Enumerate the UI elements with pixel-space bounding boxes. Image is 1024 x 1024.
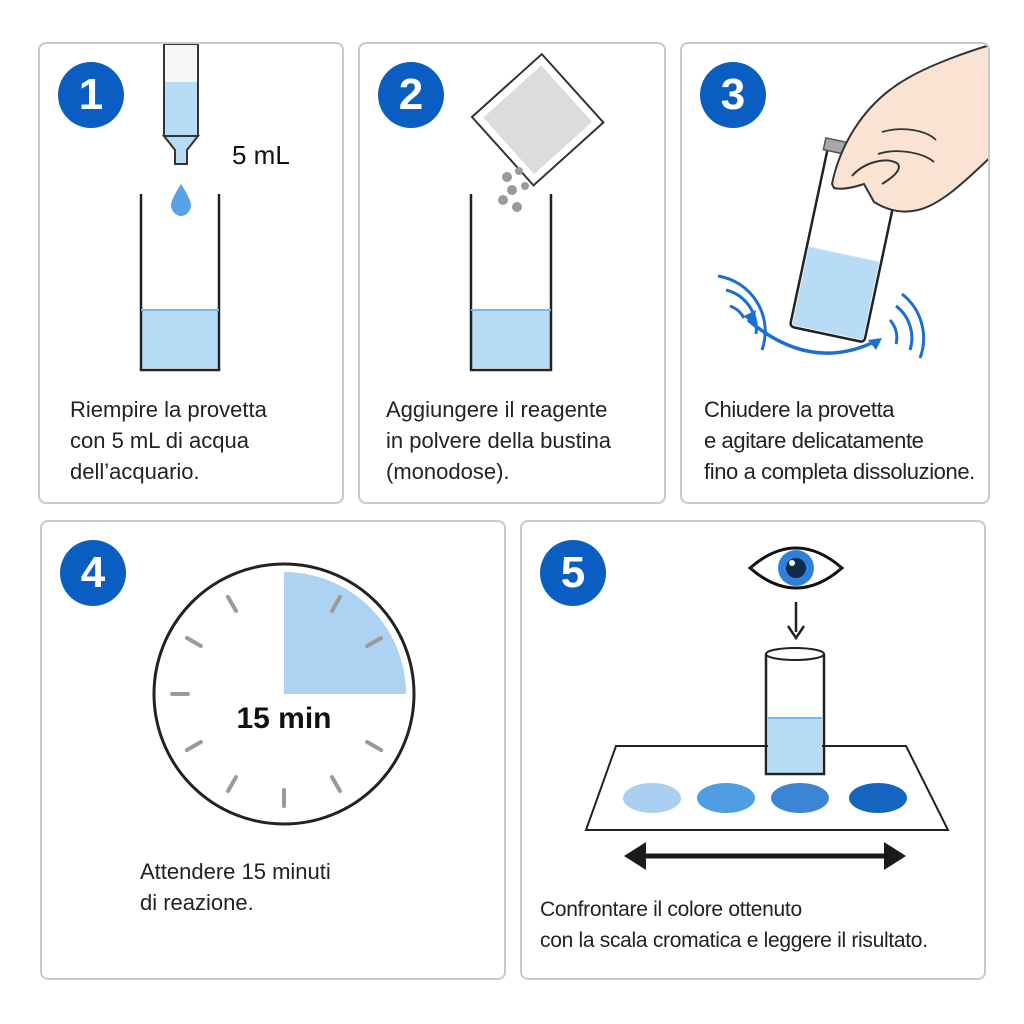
arrow-down-icon — [786, 602, 806, 641]
clock-tick — [330, 595, 342, 613]
double-arrow-icon — [624, 842, 906, 870]
water-drop-icon — [171, 184, 191, 216]
shake-motion-icon — [717, 274, 926, 359]
volume-label: 5 mL — [232, 140, 290, 170]
step-3-panel: 3 Chiudere la provetta e agitare delicat… — [680, 42, 990, 504]
step-2-caption: Aggiungere il reagente in polvere della … — [386, 397, 612, 484]
color-swatch — [623, 783, 681, 813]
step-5-caption: Confrontare il colore ottenuto con la sc… — [540, 898, 928, 952]
color-swatch — [849, 783, 907, 813]
step-3-caption: Chiudere la provetta e agitare delicatam… — [704, 397, 975, 484]
step-4-caption: Attendere 15 minuti di reazione. — [140, 859, 331, 915]
clock-tick — [185, 636, 203, 648]
test-tube-icon — [764, 647, 826, 776]
color-swatch — [697, 783, 755, 813]
pipette-icon — [161, 44, 201, 165]
step-1-caption: Riempire la provetta con 5 mL di acqua d… — [70, 397, 267, 484]
test-tube-icon — [469, 194, 553, 372]
clock-tick — [185, 740, 203, 752]
step-5-badge: 5 — [540, 540, 606, 606]
clock-tick — [226, 595, 238, 613]
test-tube-icon — [139, 194, 221, 372]
step-1-panel: 1 5 mL Riempire la provetta con 5 mL di … — [38, 42, 344, 504]
color-swatch — [771, 783, 829, 813]
reagent-sachet-icon — [470, 52, 605, 187]
step-4-badge: 4 — [60, 540, 126, 606]
step-3-badge: 3 — [700, 62, 766, 128]
step-2-panel: 2 Aggiungere il reagente in polvere dell… — [358, 42, 666, 504]
clock-tick — [365, 636, 383, 648]
clock-tick — [226, 775, 238, 793]
color-scale-card — [584, 745, 950, 831]
hand-icon — [830, 44, 988, 213]
clock-tick — [365, 740, 383, 752]
timer-clock-icon — [152, 562, 416, 826]
clock-tick — [330, 775, 342, 793]
step-5-panel: 5 Confrontare il colore ottenuto con la … — [520, 520, 986, 980]
step-2-badge: 2 — [378, 62, 444, 128]
step-4-panel: 4 15 min Attendere 15 minuti di reazione… — [40, 520, 506, 980]
timer-label: 15 min — [236, 702, 332, 735]
step-1-badge: 1 — [58, 62, 124, 128]
powder-particles-icon — [498, 167, 529, 212]
eye-icon — [747, 546, 845, 590]
